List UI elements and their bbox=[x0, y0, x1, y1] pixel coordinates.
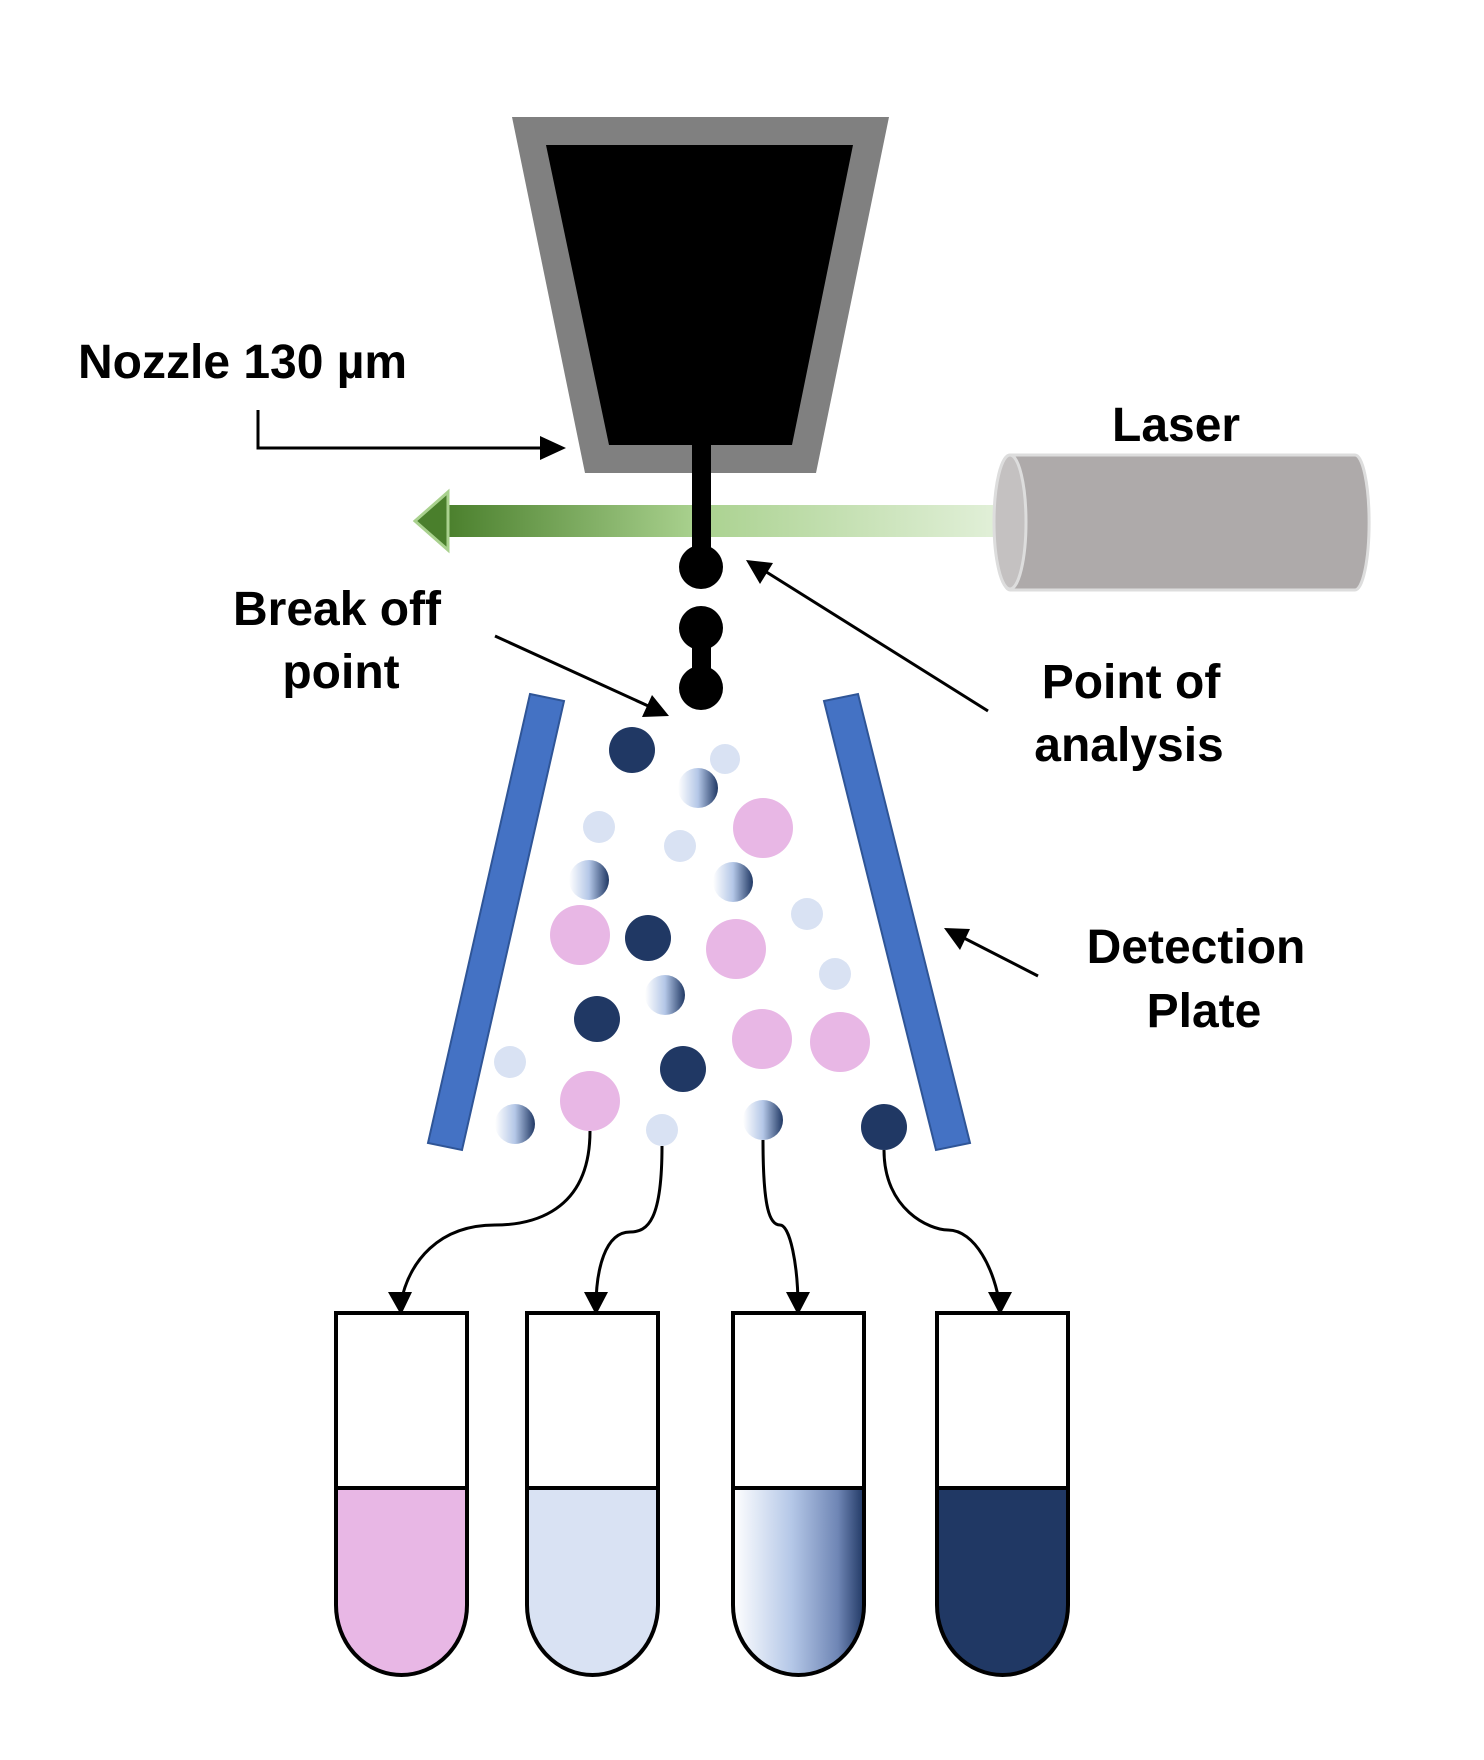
arrowhead-icon bbox=[540, 436, 566, 460]
cell-gradient bbox=[743, 1100, 783, 1140]
cell-navy bbox=[660, 1046, 706, 1092]
nozzle-pointer bbox=[256, 410, 555, 450]
analysis-pointer bbox=[759, 566, 989, 713]
nozzle-label: Nozzle 130 µm bbox=[78, 336, 407, 389]
cell-light bbox=[494, 1046, 526, 1078]
cell-pink bbox=[560, 1071, 620, 1131]
cell-light bbox=[664, 830, 696, 862]
plate-pointer bbox=[959, 934, 1039, 978]
sort-arrow-light bbox=[594, 1145, 664, 1308]
cell-navy bbox=[625, 915, 671, 961]
cell-light bbox=[791, 898, 823, 930]
arrowhead-icon bbox=[388, 1292, 412, 1315]
cell-light bbox=[819, 958, 851, 990]
sorting-arrowheads bbox=[388, 1292, 1012, 1315]
tube-light-blue bbox=[525, 1311, 660, 1677]
arrowhead-icon bbox=[746, 560, 773, 584]
arrowhead-icon bbox=[584, 1292, 608, 1315]
collection-tubes bbox=[334, 1311, 1070, 1677]
arrowhead-icon bbox=[786, 1292, 810, 1315]
cell-light bbox=[646, 1114, 678, 1146]
analysis-label-line1: Point of bbox=[1042, 656, 1222, 709]
plate-label-line2: Plate bbox=[1147, 985, 1262, 1038]
laser-front-face bbox=[992, 453, 1028, 591]
cell-pink bbox=[732, 1009, 792, 1069]
plate-label-line1: Detection bbox=[1087, 921, 1306, 974]
cell-pink bbox=[706, 919, 766, 979]
pointer-arrowheads bbox=[540, 436, 970, 950]
cell-light bbox=[710, 744, 740, 774]
cell-pink bbox=[733, 798, 793, 858]
sort-arrow-navy bbox=[882, 1149, 1002, 1308]
cell-navy bbox=[861, 1104, 907, 1150]
tube-navy bbox=[935, 1311, 1070, 1677]
break-off-pointer bbox=[494, 634, 658, 712]
cell-navy bbox=[574, 996, 620, 1042]
pointer-arrows bbox=[256, 410, 1039, 978]
cell-gradient bbox=[569, 860, 609, 900]
arrowhead-icon bbox=[988, 1292, 1012, 1315]
arrowhead-icon bbox=[944, 928, 970, 950]
laser-body bbox=[994, 453, 1371, 592]
laser-beam bbox=[412, 488, 1000, 554]
tube-pink bbox=[334, 1311, 469, 1677]
break-off-label-line2: point bbox=[282, 646, 399, 699]
cell-pink bbox=[550, 905, 610, 965]
laser-beam-arrowhead bbox=[412, 488, 450, 554]
detection-plate-right bbox=[822, 692, 972, 1152]
nozzle-inner-chamber bbox=[546, 145, 853, 445]
droplet-chain bbox=[679, 545, 723, 710]
laser-label: Laser bbox=[1112, 399, 1240, 452]
sorting-arrows bbox=[398, 1130, 1002, 1308]
arrowhead-icon bbox=[642, 695, 669, 717]
cell-light bbox=[583, 811, 615, 843]
cell-pink bbox=[810, 1012, 870, 1072]
cells bbox=[494, 727, 907, 1150]
sort-arrow-gradient bbox=[761, 1139, 800, 1308]
analysis-label-line2: analysis bbox=[1034, 719, 1223, 772]
cell-gradient bbox=[713, 862, 753, 902]
tube-gradient bbox=[731, 1311, 866, 1677]
sort-arrow-pink bbox=[398, 1130, 592, 1308]
cell-gradient bbox=[645, 975, 685, 1015]
cell-gradient bbox=[678, 768, 718, 808]
laser-device bbox=[992, 453, 1371, 592]
cell-navy bbox=[609, 727, 655, 773]
cell-gradient bbox=[495, 1104, 535, 1144]
nozzle bbox=[512, 117, 889, 555]
break-off-label-line1: Break off bbox=[233, 583, 442, 636]
stream-through-beam bbox=[692, 500, 711, 545]
detection-plate-left bbox=[426, 692, 566, 1152]
